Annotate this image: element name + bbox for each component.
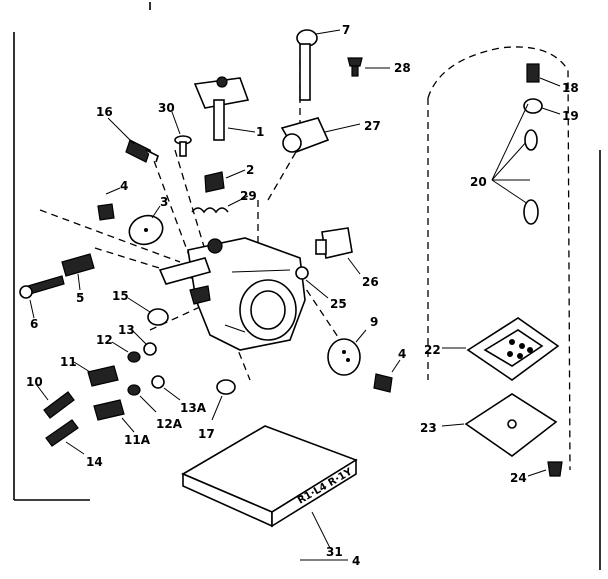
callout-13a: 13A bbox=[180, 401, 207, 415]
part-31-repair-kit-box: R1·L4 R·1Y bbox=[181, 425, 358, 549]
part-28-screw bbox=[347, 57, 390, 77]
part-1-throttle-shaft bbox=[193, 76, 256, 141]
callout-4-bottom: 4 bbox=[352, 554, 360, 568]
callout-6: 6 bbox=[30, 317, 38, 331]
part-10-needle bbox=[35, 383, 75, 419]
part-11-spring bbox=[73, 361, 119, 387]
part-19-washer bbox=[523, 98, 561, 115]
part-20-needle-parts bbox=[491, 103, 539, 225]
callout-10: 10 bbox=[26, 375, 43, 389]
part-25-washer bbox=[295, 266, 329, 299]
guide-line bbox=[267, 144, 301, 201]
part-23-diaphragm bbox=[441, 393, 558, 457]
callout-7: 7 bbox=[342, 23, 350, 37]
callout-30: 30 bbox=[158, 101, 175, 115]
part-29-spring bbox=[191, 195, 249, 214]
part-18-screw bbox=[526, 63, 561, 87]
callout-1: 1 bbox=[256, 125, 264, 139]
callout-15: 15 bbox=[112, 289, 129, 303]
callout-11a: 11A bbox=[124, 433, 151, 447]
part-4-screw-right bbox=[373, 359, 401, 393]
part-12a-spring bbox=[127, 384, 157, 413]
part-7-shaft bbox=[296, 29, 341, 101]
callout-31: 31 bbox=[326, 545, 343, 559]
callout-28: 28 bbox=[394, 61, 411, 75]
callout-23: 23 bbox=[420, 421, 437, 435]
callout-5: 5 bbox=[76, 291, 84, 305]
callout-12a: 12A bbox=[156, 417, 183, 431]
part-16-screw bbox=[107, 117, 159, 163]
callout-17: 17 bbox=[198, 427, 215, 441]
callout-14: 14 bbox=[86, 455, 103, 469]
callout-2: 2 bbox=[246, 163, 254, 177]
callout-18: 18 bbox=[562, 81, 579, 95]
part-6-screw bbox=[19, 275, 65, 319]
guide-line bbox=[299, 279, 341, 341]
guide-line bbox=[174, 149, 206, 251]
part-2-spring bbox=[204, 169, 246, 193]
part-13-washer bbox=[131, 329, 157, 356]
guide-line bbox=[229, 329, 251, 381]
part-12-spring bbox=[111, 341, 141, 363]
part-3-disc bbox=[128, 205, 164, 246]
part-4-screw-left bbox=[97, 187, 121, 221]
callout-27: 27 bbox=[364, 119, 381, 133]
guide-line bbox=[149, 149, 191, 259]
part-30-screw bbox=[171, 111, 192, 157]
part-22-pump-cover bbox=[442, 317, 560, 381]
callout-4-left: 4 bbox=[120, 179, 128, 193]
part-26-fitting bbox=[315, 227, 361, 275]
callout-19: 19 bbox=[562, 109, 579, 123]
part-13a-washer bbox=[151, 375, 181, 401]
part-5-spring bbox=[61, 253, 95, 291]
part-14-needle bbox=[45, 419, 85, 455]
callout-11: 11 bbox=[60, 355, 77, 369]
part-15-plug bbox=[127, 297, 169, 326]
callout-3: 3 bbox=[160, 195, 168, 209]
callout-26: 26 bbox=[362, 275, 379, 289]
callout-22: 22 bbox=[424, 343, 441, 357]
callout-4-right: 4 bbox=[398, 347, 406, 361]
callout-20: 20 bbox=[470, 175, 487, 189]
part-11a-spring bbox=[93, 399, 135, 433]
guide-line bbox=[39, 209, 181, 263]
part-17-plug bbox=[211, 379, 236, 421]
callout-13: 13 bbox=[118, 323, 135, 337]
part-27-choke-lever bbox=[280, 117, 361, 153]
carburetor-body bbox=[158, 237, 306, 351]
callout-29: 29 bbox=[240, 189, 257, 203]
callout-16: 16 bbox=[96, 105, 113, 119]
callout-24: 24 bbox=[510, 471, 527, 485]
part-9-disc bbox=[327, 329, 367, 376]
callout-9: 9 bbox=[370, 315, 378, 329]
callout-12: 12 bbox=[96, 333, 113, 347]
part-24-screw bbox=[527, 461, 563, 477]
callout-25: 25 bbox=[330, 297, 347, 311]
